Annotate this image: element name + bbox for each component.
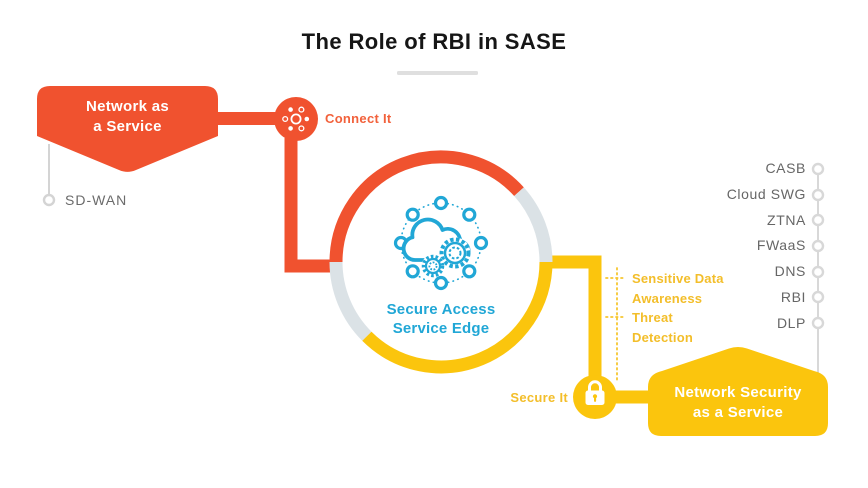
service-item-dlp: DLP <box>776 315 806 331</box>
connect-icon-circle <box>274 97 318 141</box>
sase-label-line2: Service Edge <box>392 320 490 337</box>
network-hub-icon <box>274 97 318 141</box>
capability-line: Awareness <box>632 291 703 306</box>
ring-arc-yellow <box>362 261 553 374</box>
service-node-circle <box>811 316 825 330</box>
gear-large <box>439 237 471 269</box>
naas-label-line1: Network as <box>85 98 170 115</box>
lock-icon <box>573 375 617 419</box>
ring-arc-gray-ne <box>514 187 553 263</box>
page-title: The Role of RBI in SASE <box>301 29 567 54</box>
capability-threat-detection: Threat Detection <box>632 308 782 348</box>
sase-label-line1: Secure Access <box>386 301 496 318</box>
service-list-nodes <box>811 162 825 330</box>
connect-it-label: Connect It <box>325 111 392 126</box>
service-item-ztna: ZTNA <box>767 212 806 228</box>
service-node-circle <box>811 265 825 279</box>
sdwan-node-circle <box>42 193 56 207</box>
capability-line: Sensitive Data <box>632 271 724 286</box>
ring-arc-gray-sw <box>329 261 372 341</box>
naas-banner-label: Network as a Service <box>37 97 218 137</box>
cloud-gears-icon <box>393 195 489 291</box>
service-item-dns: DNS <box>774 263 806 279</box>
secure-it-label: Secure It <box>510 390 568 405</box>
service-node-circle <box>811 162 825 176</box>
gear-small <box>421 254 445 278</box>
service-item-casb: CASB <box>765 160 806 176</box>
title-underline <box>397 71 478 75</box>
connect-to-ring-elbow <box>284 138 333 273</box>
nsaas-banner-label: Network Security as a Service <box>648 383 828 423</box>
naas-banner-shape <box>37 86 218 172</box>
service-node-circle <box>811 188 825 202</box>
service-item-cloud-swg: Cloud SWG <box>726 186 806 202</box>
sdwan-label: SD-WAN <box>65 192 128 208</box>
nsaas-label-line2: as a Service <box>692 404 784 421</box>
sase-ring <box>329 150 553 374</box>
orbit-nodes <box>393 195 489 291</box>
naas-label-line2: a Service <box>93 118 162 135</box>
nsaas-label-line1: Network Security <box>674 384 802 401</box>
capability-sensitive-data-awareness: Sensitive Data Awareness <box>632 269 782 309</box>
service-node-circle <box>811 213 825 227</box>
service-node-circle <box>811 290 825 304</box>
ring-arc-orange <box>329 150 524 263</box>
service-item-rbi: RBI <box>780 289 806 305</box>
service-node-circle <box>811 239 825 253</box>
capability-dashed-lines <box>605 267 627 381</box>
sase-core-label: Secure Access Service Edge <box>341 300 541 338</box>
nsaas-banner-shape <box>648 347 828 436</box>
capability-line: Detection <box>632 330 694 345</box>
capability-line: Threat <box>632 310 673 325</box>
ring-to-lock-elbow <box>550 255 602 377</box>
service-item-fwaas: FWaaS <box>756 237 806 253</box>
